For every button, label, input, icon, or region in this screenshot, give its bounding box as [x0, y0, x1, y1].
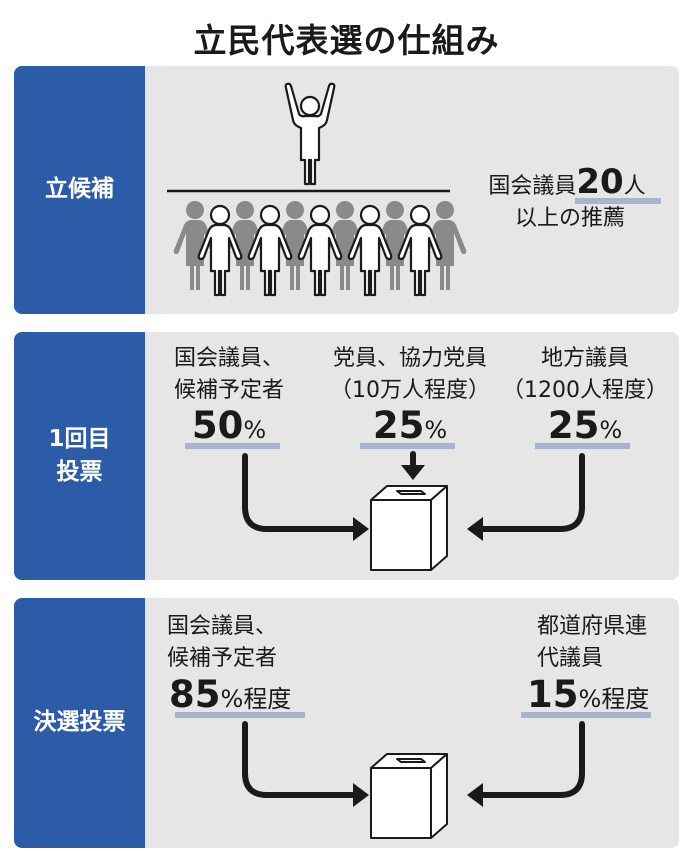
runoff-flow: [242, 721, 585, 839]
first-group-1-percent: 50%: [159, 404, 299, 447]
runoff-arrow-head-left: [353, 783, 369, 807]
requirement-underline: [575, 198, 661, 204]
runoff-group-1-line2: 候補予定者: [167, 646, 278, 671]
arrow-head-right: [467, 517, 483, 541]
first-group-3-unit: %: [599, 416, 623, 444]
requirement-number: 20: [576, 162, 624, 202]
candidate-figure: [284, 82, 336, 186]
runoff-group-2-underline: [521, 712, 651, 718]
arrow-head-center: [401, 465, 425, 480]
first-group-1-line2: 候補予定者: [173, 378, 284, 403]
runoff-panel: 決選投票 国会議員、 候補予定者 85%程度 都道府県連 代議員 15%程度: [14, 598, 679, 848]
runoff-ballot-box-icon: [370, 753, 448, 839]
first-group-3-line2: （1200人程度）: [502, 378, 668, 403]
runoff-group-2-line2: 代議員: [537, 646, 604, 671]
first-group-3-underline: [535, 443, 630, 449]
arrow-line-right: [480, 453, 585, 532]
candidacy-panel: 立候補: [14, 66, 679, 314]
arrow-line-left: [242, 453, 356, 532]
first-round-label-line2: 投票: [56, 459, 103, 485]
first-round-panel: 1回目投票 国会議員、 候補予定者 50% 党員、協力党員 （10万人程度） 2…: [14, 332, 679, 580]
candidacy-requirement: 国会議員20人: [477, 162, 657, 207]
first-group-1-underline: [185, 443, 280, 449]
runoff-group-2-suffix: 程度: [601, 685, 650, 713]
runoff-group-1-line1: 国会議員、: [167, 614, 278, 639]
runoff-group-1-value: 85: [169, 673, 221, 716]
first-group-1-line1: 国会議員、: [173, 346, 284, 371]
runoff-arrow-line-right: [480, 721, 585, 798]
first-group-1-value: 50: [191, 404, 244, 447]
candidacy-content: 国会議員20人 以上の推薦: [145, 66, 679, 314]
first-group-2-underline: [360, 443, 455, 449]
front-row-people: [197, 204, 443, 297]
requirement-line2: 以上の推薦: [514, 206, 625, 231]
runoff-group-2-unit: %: [578, 685, 602, 713]
candidacy-label: 立候補: [14, 66, 145, 314]
first-group-2-line1: 党員、協力党員: [332, 346, 487, 371]
runoff-group-2-line1: 都道府県連: [537, 614, 648, 639]
ballot-box-icon: [370, 485, 448, 571]
arrow-head-left: [353, 517, 369, 541]
runoff-group-2-value: 15: [527, 673, 579, 716]
first-round-flow: [242, 451, 585, 571]
runoff-group-1-underline: [175, 712, 305, 718]
page-title: 立民代表選の仕組み: [193, 21, 500, 60]
first-group-3-percent: 25%: [500, 404, 670, 447]
runoff-content: 国会議員、 候補予定者 85%程度 都道府県連 代議員 15%程度: [145, 598, 679, 848]
runoff-group-2-percent: 15%程度: [527, 673, 649, 716]
first-round-content: 国会議員、 候補予定者 50% 党員、協力党員 （10万人程度） 25% 地方議…: [145, 332, 679, 580]
requirement-unit: 人: [623, 174, 646, 199]
runoff-arrow-line-left: [242, 721, 356, 798]
first-round-label: 1回目投票: [14, 332, 145, 580]
first-group-1-unit: %: [243, 416, 267, 444]
first-group-2-unit: %: [424, 416, 448, 444]
candidates-illustration: [167, 82, 467, 297]
runoff-group-1-suffix: 程度: [243, 685, 292, 713]
runoff-label: 決選投票: [14, 598, 145, 848]
requirement-prefix: 国会議員: [488, 174, 577, 199]
runoff-group-1-percent: 85%程度: [169, 673, 291, 716]
runoff-group-1-unit: %: [220, 685, 244, 713]
first-group-2-value: 25: [372, 404, 425, 447]
first-group-3-line1: 地方議員: [540, 346, 629, 371]
first-group-3-value: 25: [547, 404, 600, 447]
first-group-2-line2: （10万人程度）: [330, 378, 490, 403]
first-group-2-percent: 25%: [315, 404, 505, 447]
first-round-label-line1: 1回目: [48, 425, 111, 452]
runoff-arrow-head-right: [467, 783, 483, 807]
